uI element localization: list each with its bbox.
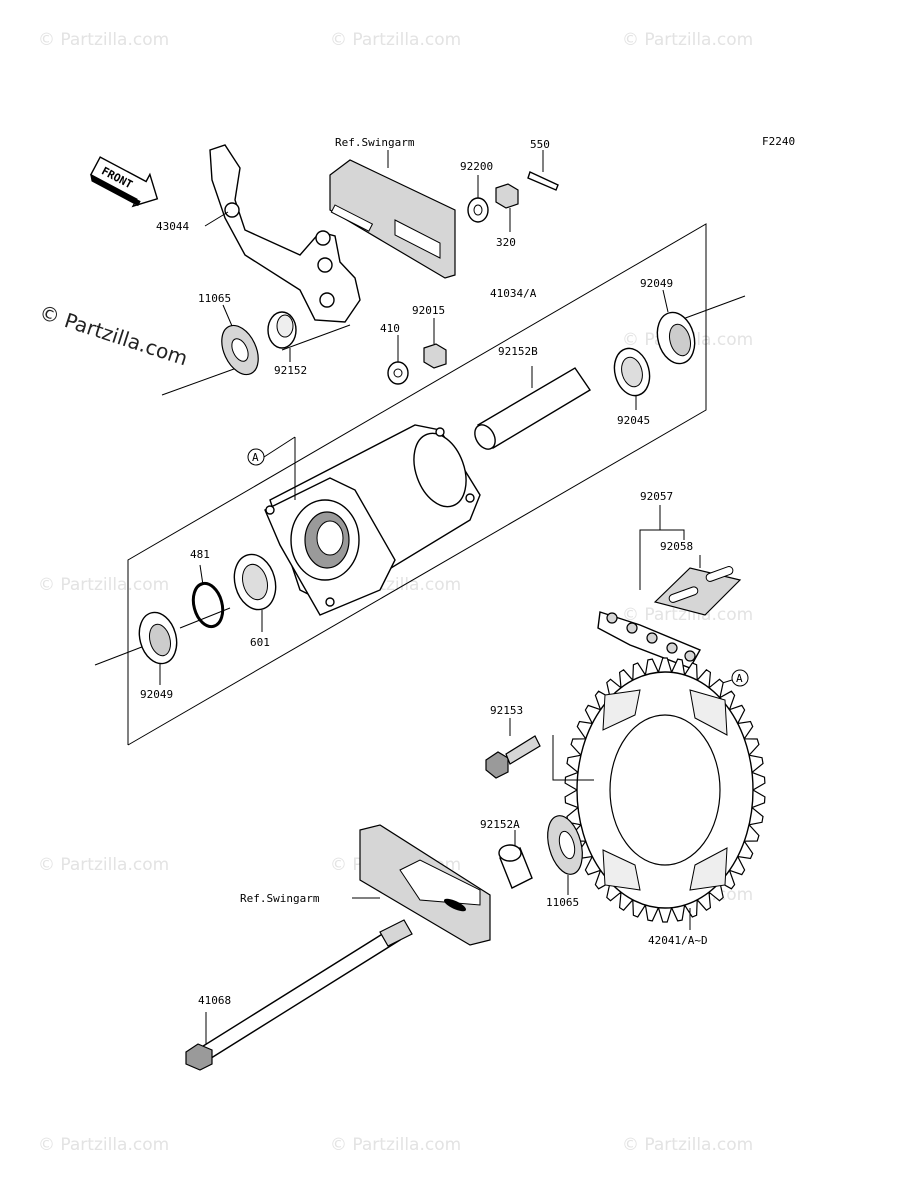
chain-joint-92058 [653,555,742,616]
callout-a: A [252,451,259,464]
label-92152: 92152 [274,364,307,377]
label-92049-bottom: 92049 [140,688,173,701]
bolt-92153 [485,718,594,781]
label-92152a: 92152A [480,818,520,831]
watermark: © Partzilla.com [622,30,753,50]
label-92152b: 92152B [498,345,538,358]
collar-92152 [267,311,297,362]
label-92058: 92058 [660,540,693,553]
nut-320 [495,183,519,232]
seal-11065-top [221,304,259,376]
watermark: © Partzilla.com [622,1135,753,1155]
label-92200: 92200 [460,160,493,173]
seal-92049-top [656,289,696,365]
label-92015: 92015 [412,304,445,317]
watermark: © Partzilla.com [38,855,169,875]
watermark-large: © Partzilla.com [36,300,190,371]
watermark: © Partzilla.com [330,1135,461,1155]
label-41034: 41034/A [490,287,537,300]
watermark: © Partzilla.com [330,30,461,50]
nut-92015 [423,318,447,369]
label-11065-bottom: 11065 [546,896,579,909]
washer-92200 [467,175,489,223]
callout-a-left: A [247,436,296,500]
label-42041: 42041/A~D [648,934,708,947]
label-43044: 43044 [156,220,189,233]
label-410: 410 [380,322,400,335]
bracket-43044 [204,144,361,323]
label-92049-top: 92049 [640,277,673,290]
label-92057: 92057 [640,490,673,503]
label-92045: 92045 [617,414,650,427]
rear-hub [264,424,481,616]
label-481: 481 [190,548,210,561]
watermark: © Partzilla.com [622,605,753,625]
diagram-code: F2240 [762,135,795,148]
cotter-pin-550 [527,150,559,191]
drive-chain-92057 [597,505,701,669]
rear-sprocket-42041 [564,657,766,930]
seal-11065-bottom [547,815,583,895]
watermark: © Partzilla.com [38,1135,169,1155]
watermark: © Partzilla.com [38,30,169,50]
label-11065-top: 11065 [198,292,231,305]
collar-92152a [498,830,533,889]
label-ref-swingarm-top: Ref.Swingarm [335,136,415,149]
label-550: 550 [530,138,550,151]
label-ref-swingarm-bottom: Ref.Swingarm [240,892,320,905]
bearing-601 [233,553,277,632]
axle-41068 [185,919,413,1071]
label-320: 320 [496,236,516,249]
bearing-92045 [613,347,651,410]
part-labels: 43044 Ref.Swingarm 92200 550 320 11065 9… [140,136,708,1007]
label-92153: 92153 [490,704,523,717]
front-arrow-icon: FRONT [89,156,159,208]
swingarm-top-ref [329,150,456,279]
swingarm-bottom-ref [352,824,491,946]
spacer-92152b [474,366,591,450]
watermark: © Partzilla.com [38,575,169,595]
callout-a: A [736,672,743,685]
label-601: 601 [250,636,270,649]
label-41068: 41068 [198,994,231,1007]
washer-410 [387,335,409,385]
seal-92049-bottom [138,611,178,685]
circlip-481 [191,564,225,629]
